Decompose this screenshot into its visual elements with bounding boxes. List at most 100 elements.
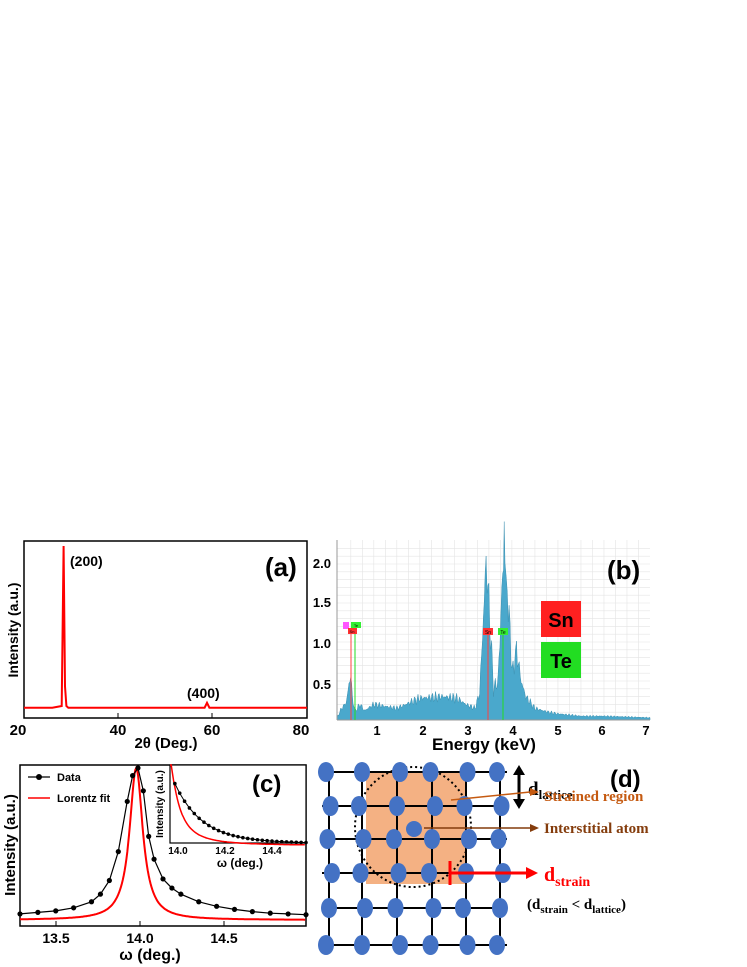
lattice-atom: [354, 935, 370, 955]
te-marker-box: [498, 628, 508, 635]
inset-data-point: [289, 840, 294, 844]
panel-a-peak-label: (200): [70, 553, 103, 569]
interstitial-atom-label: Interstitial atom: [544, 821, 649, 837]
inset-data-point: [236, 834, 240, 839]
inset-data-point: [216, 828, 221, 833]
inset-data-points: [173, 781, 308, 845]
data-point: [35, 909, 41, 916]
lattice-atom: [357, 898, 373, 918]
d-strain-marker: dstrain (dstrain < dlattice): [448, 861, 626, 916]
panel-d: dlattice Strained region Interstitial at…: [318, 762, 649, 955]
panel-b-xlabel: Energy (keV): [432, 735, 536, 754]
panel-c: 13.5 14.0 14.5 ω (deg.) Intensity (a.u.)…: [2, 764, 309, 964]
data-point: [106, 877, 112, 884]
lattice-atom: [459, 762, 476, 782]
interstitial-pointer: Interstitial atom: [424, 821, 649, 837]
panel-a: 20 40 60 80 2θ (Deg.) Intensity (a.u.) (…: [5, 540, 310, 752]
lattice-atom: [355, 829, 372, 849]
panel-b-xtick-label: 2: [419, 723, 426, 738]
inset-fit-line: [170, 764, 305, 846]
legend-data-label: Data: [57, 772, 82, 784]
lattice-atom: [352, 863, 369, 883]
data-point: [146, 833, 152, 840]
panel-a-xtick-label: 40: [110, 722, 127, 739]
interstitial-atom: [406, 821, 422, 837]
inset-data-point: [294, 840, 299, 845]
data-point: [135, 765, 141, 771]
data-point: [115, 849, 121, 855]
panel-b-ytick-label: 1.0: [313, 636, 331, 651]
lattice-atom: [321, 898, 337, 918]
data-point: [53, 908, 59, 914]
data-point: [71, 905, 77, 911]
data-points: [17, 765, 309, 918]
lattice-atom: [389, 796, 405, 816]
sn-legend-label: Sn: [548, 610, 574, 632]
inset-data-point: [226, 832, 231, 836]
data-point: [267, 910, 273, 916]
inset-data-point: [250, 837, 255, 841]
lattice-atom: [427, 796, 443, 816]
inset-data-line: [174, 783, 307, 844]
lattice-atom: [489, 762, 505, 782]
lattice-atom: [456, 796, 473, 816]
inset-data-point: [241, 835, 245, 840]
sn-marker-label: Sn: [485, 630, 491, 636]
panel-b-xtick-label: 1: [373, 723, 380, 738]
panel-b-yticks: 0.5 1.0 1.5 2.0: [313, 556, 331, 692]
panel-a-xtick-label: 20: [10, 722, 27, 739]
panel-b-xtick-label: 5: [554, 723, 561, 738]
inset-data-point: [270, 839, 274, 843]
lattice-atom: [392, 762, 408, 782]
panel-a-ylabel: Intensity (a.u.): [5, 583, 21, 678]
lattice-atom: [489, 935, 505, 955]
te-marker-label: Te: [500, 630, 506, 636]
sn-marker-box: [483, 628, 493, 635]
te-marker-label: Te: [354, 623, 359, 628]
d-strain-label: dstrain: [544, 864, 590, 890]
data-point: [178, 891, 184, 897]
data-point: [160, 876, 166, 882]
lattice-atom: [387, 898, 404, 918]
data-point: [140, 788, 146, 794]
inset-data-point: [284, 840, 289, 844]
data-point: [169, 885, 175, 891]
panel-c-frame: [19, 764, 307, 927]
lattice-atom: [455, 898, 471, 918]
o-marker-box: [343, 622, 349, 629]
panel-b-xtick-label: 4: [509, 723, 517, 738]
inset-xtick-label: 14.0: [168, 846, 188, 857]
data-point: [130, 773, 136, 779]
legend-fit-label: Lorentz fit: [57, 793, 110, 805]
panel-b-xtick-label: 7: [642, 723, 649, 738]
panel-b-label: (b): [607, 555, 640, 585]
inset-data-point: [187, 806, 192, 810]
strained-region-pointer: Strained region: [450, 788, 644, 805]
lattice-atom: [459, 935, 476, 955]
inset-data-point: [221, 830, 226, 835]
inset-data-point: [177, 791, 182, 795]
inset-data-point: [304, 840, 308, 845]
strained-region-label: Strained region: [544, 789, 644, 805]
lattice-atom: [351, 796, 367, 816]
lattice-atom: [461, 829, 477, 849]
inset-data-point: [197, 816, 201, 821]
panel-c-xtick-label: 13.5: [42, 930, 69, 946]
data-point: [231, 906, 238, 912]
d-relation-label: (dstrain < dlattice): [527, 897, 626, 916]
data-point: [285, 911, 291, 917]
lattice-atom: [390, 863, 407, 883]
lattice-atom: [322, 796, 339, 816]
data-point: [303, 912, 309, 918]
inset-data-point: [255, 837, 260, 842]
panel-b-ytick-label: 1.5: [313, 595, 331, 610]
panel-c-ylabel: Intensity (a.u.): [2, 794, 19, 896]
panel-c-xtick-label: 14.0: [126, 930, 153, 946]
lattice-atom: [422, 762, 439, 782]
te-legend-label: Te: [550, 651, 572, 673]
inset-data-point: [182, 799, 187, 804]
panel-a-xtick-label: 60: [204, 722, 221, 739]
panel-a-xtick-label: 80: [293, 722, 310, 739]
sn-legend-box: [541, 601, 581, 637]
